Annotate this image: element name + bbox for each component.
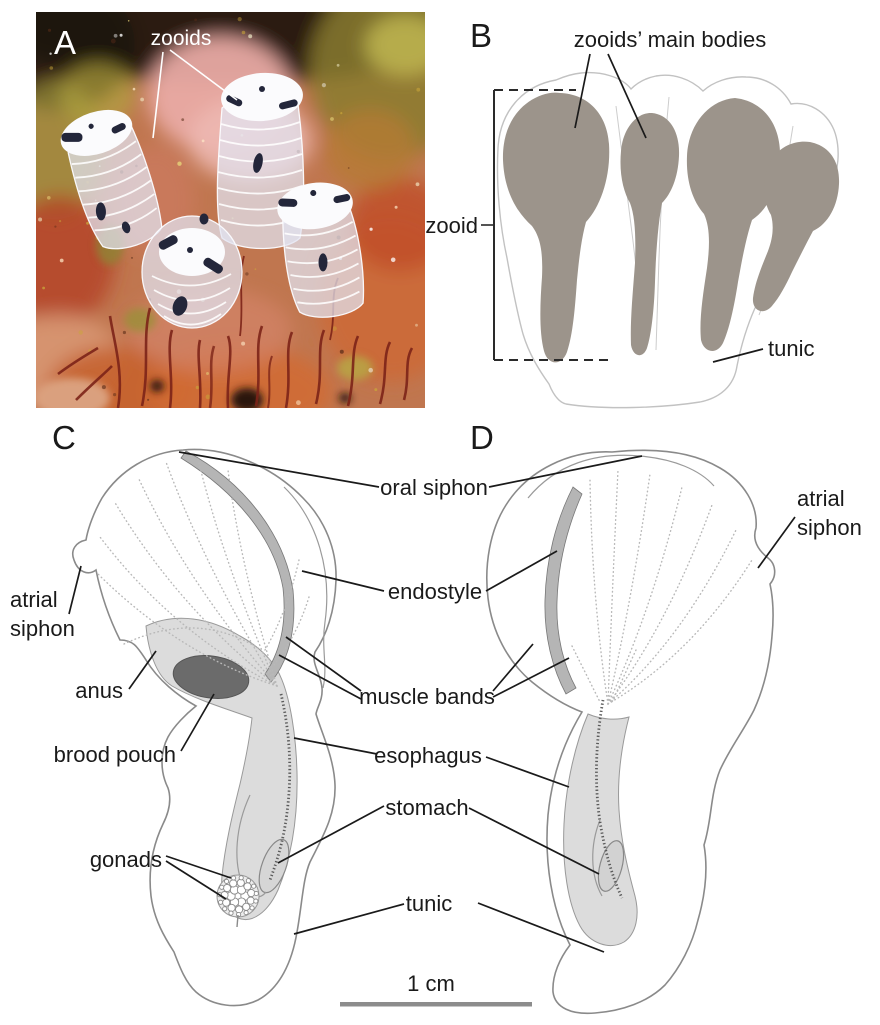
oral-siphon-leader-d (488, 455, 643, 488)
panel-b-letter: B (470, 17, 492, 54)
stomach-leader-c (277, 805, 385, 864)
stomach-leader-d (468, 807, 600, 875)
zooids-label: zooids (151, 27, 212, 50)
zooid-body-3 (686, 98, 781, 351)
main-bodies-leader-left (574, 53, 591, 129)
scale-bar-label: 1 cm (407, 971, 455, 996)
panel-d-diagram (486, 449, 776, 1015)
zooid-bottom (141, 213, 243, 329)
tunic-b-leader (712, 348, 764, 363)
tunic-label: tunic (406, 891, 452, 916)
muscle-bands-leader-d1 (492, 643, 534, 692)
scale-bar: 1 cm (340, 971, 532, 1007)
zooid-c-outline (71, 448, 337, 1007)
tunic-b-label: tunic (768, 336, 814, 361)
esophagus-leader-c (293, 737, 378, 755)
reef-stems (57, 255, 414, 408)
zooids-leader-line-right (169, 49, 238, 101)
anus-leader (128, 650, 157, 690)
zooid-label: zooid (425, 213, 478, 238)
tunic-leader-c (293, 903, 405, 935)
gonads-leader-1 (165, 855, 232, 879)
anatomy-leader-lines (68, 451, 796, 953)
brood-pouch-leader (180, 693, 215, 752)
zooid-right (277, 182, 365, 318)
zooid-body-2 (620, 112, 680, 356)
stomach-d (597, 840, 625, 892)
reef-stems-front (208, 345, 273, 408)
muscle-bands-label: muscle bands (359, 684, 495, 709)
brood-pouch-label: brood pouch (54, 742, 176, 767)
brood-pouch-shape (172, 655, 250, 699)
zooid-body-1 (502, 92, 610, 363)
scale-bar-line (340, 1002, 532, 1007)
muscle-bands-leader-c1 (285, 636, 362, 692)
gonads-cluster (216, 874, 260, 928)
anus-label: anus (75, 678, 123, 703)
muscle-bands-leader-d2 (492, 657, 570, 698)
endostyle-d (544, 486, 583, 695)
stomach-c (258, 838, 290, 894)
muscle-bands-d (571, 469, 753, 705)
panel-c-diagram (71, 448, 337, 1007)
panel-a-annotations: zooids A (54, 24, 238, 139)
atrial-siphon-leader-c (68, 565, 82, 615)
zooid-main-bodies (502, 92, 840, 363)
zooids-leader-line-left (152, 51, 164, 139)
zooid-body-4 (752, 141, 840, 312)
endostyle-c (180, 450, 295, 683)
oral-siphon-label: oral siphon (380, 475, 488, 500)
esophagus-label: esophagus (374, 743, 482, 768)
panel-b-diagram: zooids’ main bodies zooid tunic B (425, 17, 840, 409)
gonads-label: gonads (90, 847, 162, 872)
endostyle-leader-d (485, 550, 558, 592)
endostyle-leader-c (301, 570, 385, 592)
endostyle-label: endostyle (388, 579, 482, 604)
main-bodies-leader-right (607, 53, 647, 139)
panel-a-photo (36, 12, 425, 408)
tunic-leader-d (477, 902, 605, 953)
main-bodies-label: zooids’ main bodies (574, 27, 766, 52)
zooid-bracket (481, 89, 612, 361)
panel-a-letter: A (54, 24, 76, 61)
muscle-bands-leader-c2 (278, 654, 362, 700)
atrial-siphon-leader-d (757, 516, 796, 569)
oral-siphon-leader-c (178, 451, 380, 488)
anatomy-labels: oral siphon endostyle muscle bands esoph… (10, 475, 862, 916)
zooid-left (60, 109, 163, 250)
gonads-leader-2 (165, 860, 227, 900)
muscle-bands-c (97, 454, 310, 687)
panel-c-letter: C (52, 419, 76, 456)
stomach-label: stomach (385, 795, 468, 820)
panel-d-letter: D (470, 419, 494, 456)
esophagus-c (268, 693, 292, 881)
intestine-d (592, 819, 603, 897)
esophagus-leader-d (485, 756, 570, 788)
